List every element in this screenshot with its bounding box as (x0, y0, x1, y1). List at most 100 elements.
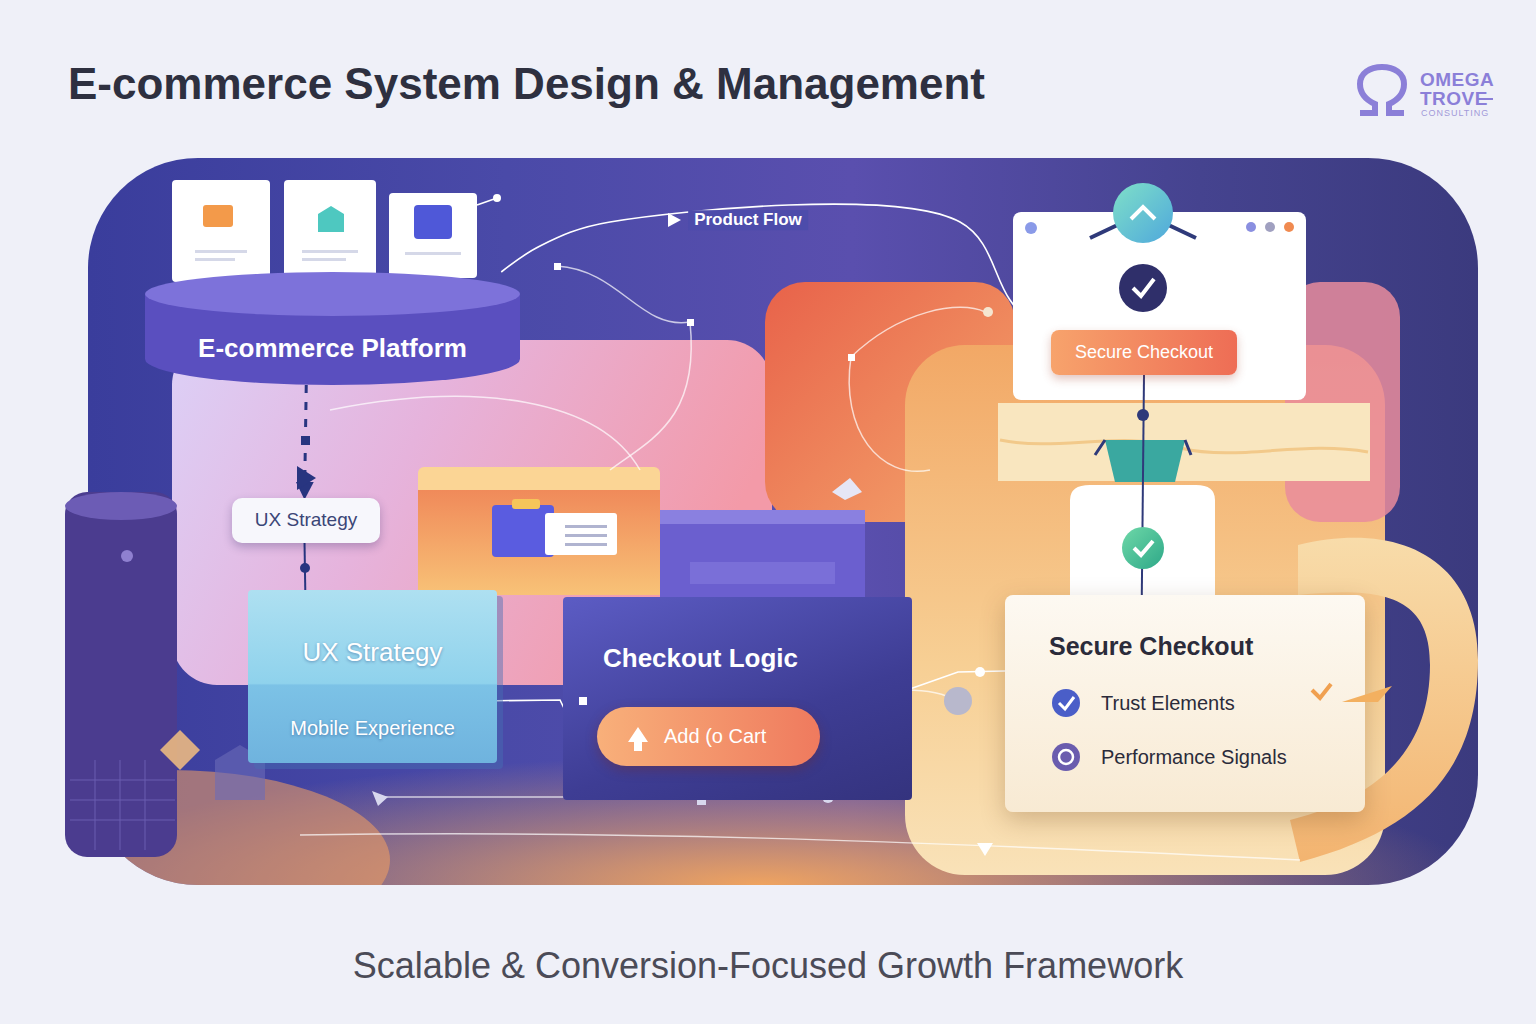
check-mark (1312, 684, 1331, 698)
wire (330, 397, 640, 471)
node-label: UX Strategy (232, 509, 380, 531)
check-mark (1134, 541, 1153, 555)
window-dot (1284, 222, 1294, 232)
cylinder-top (145, 272, 520, 316)
wire-head (977, 843, 993, 856)
document-line (565, 543, 607, 546)
brand-text: CONSULTING (1421, 108, 1489, 118)
cylinder-top (65, 492, 177, 520)
edge-label: Product Flow (688, 210, 808, 230)
purple-strip (690, 562, 835, 584)
brand-text: TROVE (1420, 88, 1488, 110)
peach-blob (905, 345, 1385, 875)
label-pill: UX Strategy (232, 498, 380, 543)
check-badge (1122, 527, 1164, 569)
document-line (565, 534, 607, 537)
wire-node (579, 697, 587, 705)
list-item: Performance Signals (1101, 746, 1287, 769)
wire-dot (1137, 409, 1149, 421)
cart-icon (628, 727, 648, 751)
wire-dot (300, 563, 310, 573)
wire-dot (975, 667, 985, 677)
checkout-card: Secure CheckoutTrust ElementsPerformance… (1005, 595, 1365, 812)
dot (121, 550, 133, 562)
connector-line (912, 671, 1005, 688)
wire (300, 834, 1300, 860)
cream-band (998, 403, 1370, 481)
cart-button: Add (o Cart (597, 707, 820, 766)
store-icon (318, 206, 344, 232)
wire-dot (493, 194, 501, 202)
check-icon (1133, 279, 1154, 296)
flow-connector (501, 204, 1051, 352)
diagram-title: E-commerce System Design & Management (68, 59, 985, 110)
document-line (565, 525, 607, 528)
list-item: Trust Elements (1101, 692, 1235, 715)
card-line (302, 250, 358, 253)
checkout-button: Secure Checkout (1051, 330, 1237, 375)
wire (851, 307, 985, 357)
node-label: E-commerce Platform (145, 334, 520, 364)
purple-block-top (660, 510, 865, 524)
purple-block (660, 510, 865, 602)
node-heading: UX Strategy (248, 638, 497, 668)
chip-shape (832, 478, 862, 500)
node-heading: Checkout Logic (603, 644, 798, 674)
diagram-caption: Scalable & Conversion-Focused Growth Fra… (0, 945, 1536, 986)
flow-arrow (668, 213, 681, 227)
square-icon (414, 205, 452, 239)
signal-icon (1052, 743, 1080, 771)
card-line (195, 258, 235, 261)
dashed-connector (305, 385, 307, 498)
document-icon (545, 513, 617, 555)
strategy-box: UX StrategyMobile Experience (248, 590, 497, 763)
gray-dot (944, 687, 972, 715)
wire-head (372, 791, 388, 806)
top-badge (1113, 183, 1173, 243)
window-dot (1246, 222, 1256, 232)
card-line (302, 258, 346, 261)
page-card (284, 180, 376, 282)
check-icon (1052, 689, 1080, 717)
wire-node (848, 354, 855, 361)
wire-dot (983, 307, 993, 317)
node-heading: Secure Checkout (1049, 632, 1253, 661)
check-mark (1059, 697, 1074, 709)
wire-node (301, 436, 310, 445)
wire-node (687, 319, 694, 326)
check-badge (1119, 264, 1167, 312)
button-label: Secure Checkout (1051, 342, 1237, 363)
box-front (418, 490, 660, 595)
window-dot (1265, 222, 1275, 232)
browser-window (1013, 212, 1306, 400)
arrow-shape (1342, 686, 1392, 702)
platform-cylinder: E-commerce Platform (145, 272, 520, 385)
side-cylinder (65, 492, 177, 857)
folder-tab (512, 499, 540, 509)
wire (557, 266, 690, 323)
grid-lines (70, 760, 175, 850)
cylinder-outline (145, 272, 520, 385)
connector-line (1142, 375, 1144, 595)
logo-dash (1484, 98, 1493, 100)
panel-background (88, 158, 1478, 885)
tag-shape (1105, 440, 1185, 482)
card-line (195, 250, 247, 253)
chat-icon (203, 205, 233, 227)
button-label: Add (o Cart (664, 725, 766, 748)
logo-symbol (1360, 67, 1404, 113)
wire (849, 357, 930, 471)
page-card (389, 193, 477, 278)
signal-ring (1059, 750, 1073, 764)
wire-node (554, 263, 561, 270)
folder-icon (492, 505, 554, 557)
process-box: Checkout LogicAdd (o Cart (563, 597, 912, 800)
page-card (172, 180, 270, 282)
chevron-icon (1131, 207, 1155, 219)
diamond-shape (160, 730, 200, 770)
brand-text: OMEGA (1420, 69, 1494, 91)
